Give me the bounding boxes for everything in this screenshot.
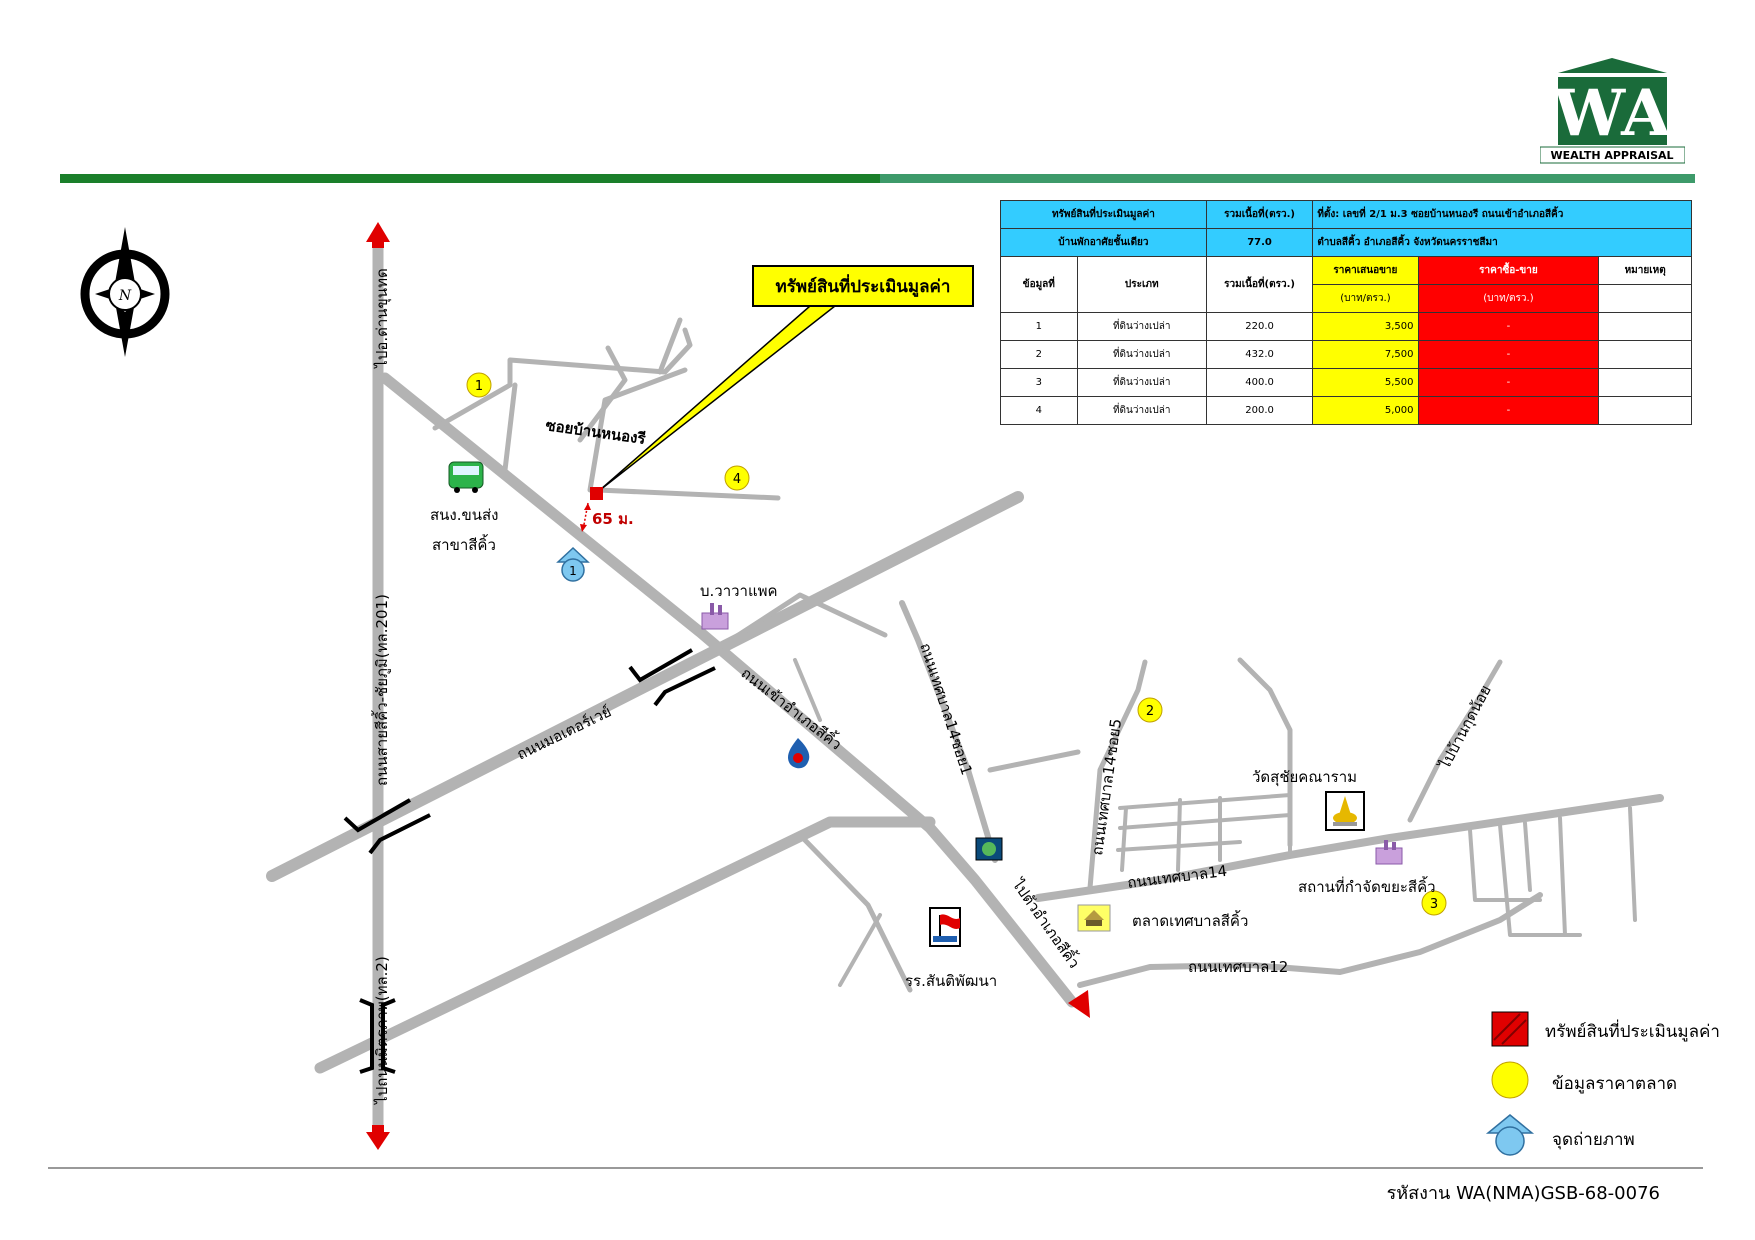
- label-school: รร.สันติพัฒนา: [905, 972, 997, 990]
- col-id: ข้อมูลที่: [1000, 256, 1078, 313]
- label-to-baankut: ไปบ้านกุดน้อย: [1435, 682, 1496, 773]
- callout-pointer: [599, 305, 838, 491]
- subject-header-label: ทรัพย์สินที่ประเมินมูลค่า: [1000, 200, 1207, 229]
- school-icon: [929, 907, 961, 947]
- legend-subject-icon: [1491, 1011, 1529, 1047]
- waste-facility-icon: [1375, 840, 1403, 865]
- svg-text:2: 2: [1146, 704, 1154, 719]
- market-data-marker-3[interactable]: 3: [1421, 890, 1447, 916]
- logo-text: WEALTH APPRAISAL: [1550, 149, 1673, 162]
- legend-market-data-icon: [1491, 1061, 1529, 1099]
- arrow-southeast-icon: [1068, 990, 1090, 1018]
- road-entry-sikhio: [379, 372, 1078, 1008]
- subject-type: บ้านพักอาศัยชั้นเดียว: [1000, 228, 1207, 257]
- svg-text:3: 3: [1430, 897, 1438, 912]
- legend-photo-label: จุดถ่ายภาพ: [1552, 1130, 1635, 1150]
- compass: N: [75, 222, 175, 362]
- col-area: รวมเนื้อที่(ตรว.): [1205, 256, 1314, 313]
- temple-icon: [1325, 791, 1365, 831]
- col-sale: ราคาซื้อ-ขาย: [1417, 256, 1600, 285]
- table-row: 4 ที่ดินว่างเปล่า 200.0 5,000 -: [1000, 396, 1692, 425]
- label-road-entry: ถนนเข้าอำเภอสีคิ้ว: [738, 662, 847, 753]
- bank-icon: [975, 837, 1003, 861]
- col-offer: ราคาเสนอขาย: [1312, 256, 1419, 285]
- logo-mark: WA WEALTH APPRAISAL: [1539, 58, 1686, 164]
- location-line-2: ตำบลสีคิ้ว อำเภอสีคิ้ว จังหวัดนครราชสีมา: [1312, 228, 1692, 257]
- bus-icon: [448, 461, 484, 493]
- price-table: ทรัพย์สินที่ประเมินมูลค่า รวมเนื้อที่(ตร…: [1000, 200, 1692, 425]
- road-tessaban-14-soi-5: [1087, 659, 1148, 891]
- logo-monogram: WA: [1552, 76, 1672, 151]
- col-type: ประเภท: [1076, 256, 1207, 313]
- table-row: 1 ที่ดินว่างเปล่า 220.0 3,500 -: [1000, 312, 1692, 341]
- header-bar-left: [60, 174, 880, 183]
- arrow-north-icon: [366, 222, 390, 242]
- label-market: ตลาดเทศบาลสีคิ้ว: [1132, 910, 1248, 930]
- factory-icon: [701, 603, 729, 630]
- svg-text:4: 4: [733, 472, 741, 487]
- subject-callout: ทรัพย์สินที่ประเมินมูลค่า: [752, 265, 974, 307]
- legend-photo-icon: [1485, 1114, 1535, 1156]
- distance-label: 65 ม.: [592, 510, 634, 528]
- label-to-north: ไปอ.ด่านขุนทด: [373, 268, 392, 368]
- subject-header-area: รวมเนื้อที่(ตรว.): [1205, 200, 1314, 229]
- photo-point-marker[interactable]: 1: [556, 546, 590, 582]
- label-waste: สถานที่กำจัดขยะสีคิ้ว: [1298, 876, 1436, 896]
- road-tessaban-12: [1077, 892, 1543, 988]
- svg-text:1: 1: [475, 379, 483, 394]
- legend-subject-label: ทรัพย์สินที่ประเมินมูลค่า: [1545, 1022, 1720, 1042]
- table-row: 3 ที่ดินว่างเปล่า 400.0 5,500 -: [1000, 368, 1692, 397]
- header-bar-right: [880, 174, 1695, 183]
- compass-letter: N: [118, 288, 132, 304]
- label-temple: วัดสุชัยคณาราม: [1252, 768, 1357, 787]
- subject-area: 77.0: [1205, 228, 1314, 257]
- legend-market-data-label: ข้อมูลราคาตลาด: [1552, 1074, 1678, 1094]
- label-bus-office: สนง.ขนส่ง: [430, 506, 499, 524]
- col-sale-unit: (บาท/ตรว.): [1417, 284, 1600, 313]
- road-lower-diagonal: [314, 816, 936, 1074]
- market-icon: [1077, 904, 1111, 932]
- col-offer-unit: (บาท/ตรว.): [1312, 284, 1419, 313]
- table-row: 2 ที่ดินว่างเปล่า 432.0 7,500 -: [1000, 340, 1692, 369]
- col-note-blank: [1598, 284, 1692, 313]
- label-tessaban-12: ถนนเทศบาล12: [1188, 958, 1288, 976]
- svg-text:1: 1: [569, 564, 577, 578]
- label-tessaban-14-soi-1: ถนนเทศบาล14ซอย1: [916, 641, 976, 778]
- road-motorway: [266, 491, 1024, 882]
- label-tessaban-14-soi-5: ถนนเทศบาล14ซอย5: [1088, 718, 1125, 857]
- market-data-marker-2[interactable]: 2: [1137, 697, 1163, 723]
- label-highway-201: ถนนสายสีคิ้ว-ชัยภูมิ(ทล.201): [371, 594, 391, 786]
- market-data-marker-1[interactable]: 1: [466, 372, 492, 398]
- gas-station-icon: [787, 738, 810, 769]
- col-note: หมายเหตุ: [1598, 256, 1692, 285]
- footer-divider: [48, 1167, 1703, 1169]
- arrow-south-icon: [366, 1132, 390, 1150]
- logo: WA WEALTH APPRAISAL: [1539, 55, 1686, 170]
- location-line-1: ที่ตั้ง: เลขที่ 2/1 ม.3 ซอยบ้านหนองรี ถน…: [1312, 200, 1692, 229]
- market-data-marker-4[interactable]: 4: [724, 465, 750, 491]
- label-to-sikhio: ไปตัวอำเภอสีคิ้ว: [1008, 874, 1085, 972]
- road-tessaban-14-soi-1: [899, 600, 998, 863]
- label-factory: บ.วาวาแพค: [700, 582, 778, 600]
- label-bus-branch: สาขาสีคิ้ว: [432, 534, 496, 554]
- label-motorway: ถนนมอเตอร์เวย์: [514, 702, 614, 763]
- job-code: รหัสงาน WA(NMA)GSB-68-0076: [1386, 1183, 1660, 1204]
- label-to-south: ไปถนนมิตรภาพ(ทล.2): [373, 956, 391, 1105]
- overpass-symbols: [343, 648, 716, 1074]
- north-arrow-icon: N: [80, 227, 170, 357]
- subject-property-marker[interactable]: [590, 487, 603, 500]
